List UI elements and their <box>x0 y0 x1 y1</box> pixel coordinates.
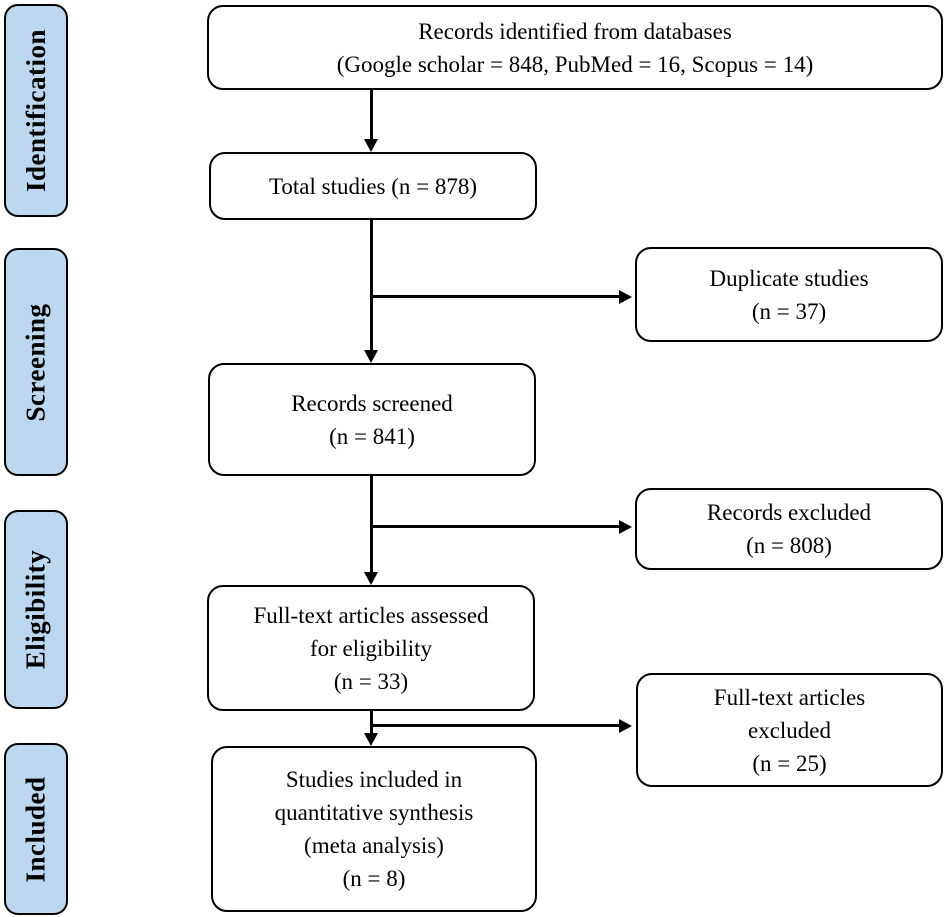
stage-screening-label: Screening <box>20 303 51 421</box>
arrow-down-icon <box>364 350 378 363</box>
stage-eligibility-label: Eligibility <box>20 549 51 670</box>
box-records-screened: Records screened (n = 841) <box>208 363 536 476</box>
box-fulltext-excluded-text: Full-text articles excluded (n = 25) <box>713 684 866 776</box>
box-records-excluded: Records excluded (n = 808) <box>635 488 943 570</box>
box-records-identified: Records identified from databases (Googl… <box>207 5 943 90</box>
box-duplicate-studies: Duplicate studies (n = 37) <box>635 247 943 342</box>
box-records-identified-text: Records identified from databases (Googl… <box>336 18 814 77</box>
arrow-down-icon <box>364 572 378 585</box>
connector-branch-duplicates <box>371 295 619 298</box>
stage-included-label: Included <box>20 775 51 883</box>
connector-branch-records-excluded <box>371 525 619 528</box>
arrow-right-icon <box>619 520 632 534</box>
stage-eligibility: Eligibility <box>4 510 68 709</box>
connector-branch-fulltext-excluded <box>371 724 619 727</box>
connector-assessed-to-included <box>370 710 373 734</box>
connector-total-to-screened <box>370 220 373 350</box>
box-duplicate-studies-text: Duplicate studies (n = 37) <box>709 265 869 324</box>
box-total-studies: Total studies (n = 878) <box>209 152 537 220</box>
connector-identified-to-total <box>370 90 373 140</box>
box-studies-included: Studies included in quantitative synthes… <box>211 746 537 912</box>
stage-identification: Identification <box>4 4 68 217</box>
box-fulltext-assessed: Full-text articles assessed for eligibil… <box>207 585 535 711</box>
box-total-studies-text: Total studies (n = 878) <box>268 173 478 199</box>
box-fulltext-assessed-text: Full-text articles assessed for eligibil… <box>253 602 489 694</box>
box-records-excluded-text: Records excluded (n = 808) <box>706 500 872 558</box>
box-studies-included-text: Studies included in quantitative synthes… <box>274 767 474 891</box>
stage-screening: Screening <box>4 248 68 476</box>
arrow-down-icon <box>364 733 378 746</box>
box-fulltext-excluded: Full-text articles excluded (n = 25) <box>636 673 943 787</box>
stage-included: Included <box>4 743 68 915</box>
arrow-right-icon <box>619 719 632 733</box>
connector-screened-to-assessed <box>370 476 373 572</box>
arrow-right-icon <box>619 290 632 304</box>
box-records-screened-text: Records screened (n = 841) <box>291 390 453 449</box>
arrow-down-icon <box>364 139 378 152</box>
stage-identification-label: Identification <box>20 28 51 193</box>
